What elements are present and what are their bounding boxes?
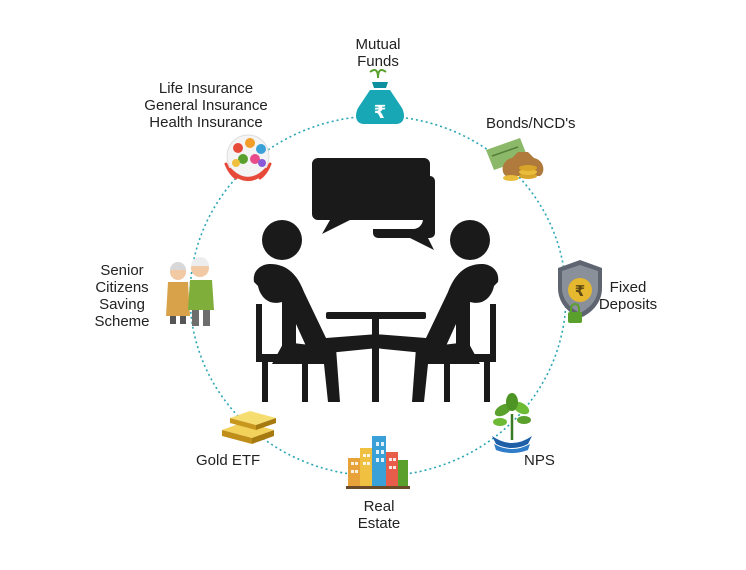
plant-in-hand-icon bbox=[492, 393, 532, 453]
table-top bbox=[326, 312, 426, 319]
label-insurance: Life Insurance General Insurance Health … bbox=[144, 80, 268, 131]
left-person-body bbox=[253, 264, 378, 362]
buildings-icon bbox=[346, 436, 410, 489]
label-senior-citizens: Senior Citizens Saving Scheme bbox=[94, 262, 150, 330]
gold-bars-icon bbox=[222, 411, 276, 444]
label-nps: NPS bbox=[524, 452, 555, 469]
speech-bubble-left-icon bbox=[312, 158, 430, 234]
right-person-body bbox=[374, 264, 499, 362]
label-real-estate: Real Estate bbox=[357, 498, 401, 532]
speech-bubble-right-icon bbox=[373, 176, 435, 250]
right-person-head bbox=[450, 220, 490, 260]
insurance-hands-icon bbox=[224, 134, 272, 181]
coin-sack-icon bbox=[486, 138, 544, 181]
label-mutual-funds: Mutual Funds bbox=[355, 36, 401, 70]
label-bonds: Bonds/NCD's bbox=[486, 115, 576, 132]
left-chair bbox=[256, 304, 316, 402]
two-people-meeting-icon bbox=[253, 158, 499, 402]
table-leg bbox=[372, 318, 379, 402]
elderly-couple-icon bbox=[166, 257, 214, 326]
svg-text:₹: ₹ bbox=[374, 102, 387, 123]
label-fixed-deposits: Fixed Deposits bbox=[598, 279, 658, 313]
label-gold-etf: Gold ETF bbox=[196, 452, 261, 469]
left-person-head bbox=[262, 220, 302, 260]
rupee-shield-lock-icon: ₹ bbox=[558, 260, 602, 323]
right-chair bbox=[436, 304, 496, 402]
money-bag-rupee-icon: ₹ bbox=[356, 69, 404, 124]
svg-text:₹: ₹ bbox=[575, 282, 585, 300]
